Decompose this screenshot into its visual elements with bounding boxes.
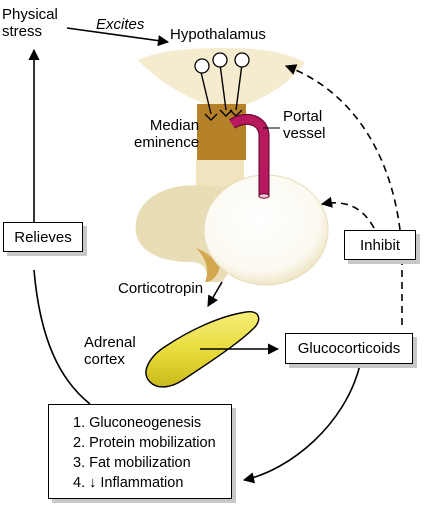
effect-item: 3. Fat mobilization <box>73 455 191 471</box>
neuron-body-2 <box>212 52 228 68</box>
hypothalamus-label: Hypothalamus <box>170 26 266 43</box>
glucocorticoids-box: Glucocorticoids <box>285 333 413 364</box>
physical-stress-label: Physical stress <box>2 6 58 40</box>
neuron-body-1 <box>194 58 210 74</box>
portal-vessel-label: Portal vessel <box>283 108 326 142</box>
median-eminence-line1: Median <box>149 117 200 134</box>
corticotropin-label: Corticotropin <box>118 280 204 297</box>
physical-stress-line1: Physical <box>2 6 58 23</box>
stress-feedback-line <box>33 269 91 405</box>
portal-vessel-line2: vessel <box>283 125 326 142</box>
effect-item: 1. Gluconeogenesis <box>73 415 202 431</box>
corticotropin-arrow <box>207 281 223 307</box>
excites-arrow <box>66 27 170 47</box>
inhibit-to-hypothalamus-dashed <box>284 64 401 231</box>
adrenal-cortex-line2: cortex <box>84 351 125 368</box>
glucocorticoids-label: Glucocorticoids <box>297 340 401 357</box>
effect-item: 2. Protein mobilization <box>73 435 216 451</box>
anterior-pituitary-shadow <box>196 248 220 282</box>
neuron-body-3 <box>234 52 250 68</box>
relieves-label: Relieves <box>14 228 72 246</box>
median-eminence-line2: eminence <box>134 134 200 151</box>
effects-list: 1. Gluconeogenesis 2. Protein mobilizati… <box>73 413 216 493</box>
adrenal-cortex-line1: Adrenal <box>84 334 136 351</box>
inhibit-to-pituitary-dashed <box>320 196 375 229</box>
excites-label: Excites <box>96 16 145 33</box>
inhibit-label: Inhibit <box>359 236 401 254</box>
adrenal-cortex-label: Adrenal cortex <box>84 334 136 368</box>
median-eminence-label: Median eminence <box>134 117 199 151</box>
glucocorticoids-to-effects-arrow <box>242 364 361 484</box>
neurons <box>199 63 243 121</box>
inhibit-box: Inhibit <box>344 230 416 260</box>
portal-vessel-line1: Portal <box>283 108 323 125</box>
relieves-box: Relieves <box>3 222 83 252</box>
physical-stress-line2: stress <box>2 23 43 40</box>
effects-box: 1. Gluconeogenesis 2. Protein mobilizati… <box>48 404 232 499</box>
effect-item: 4. ↓ Inflammation <box>73 475 184 491</box>
